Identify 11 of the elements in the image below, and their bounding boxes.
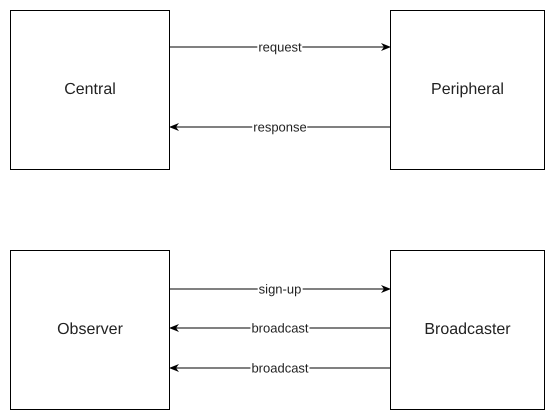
- process-box: [390, 10, 545, 170]
- node-label: Broadcaster: [424, 321, 511, 339]
- process-box: [10, 10, 170, 170]
- node-label: Peripheral: [431, 81, 504, 99]
- process-box: [390, 250, 545, 410]
- edge-label: sign-up: [258, 282, 302, 296]
- process-box: [10, 250, 170, 410]
- edge-label: broadcast: [250, 320, 310, 336]
- node-label: Observer: [57, 321, 123, 339]
- node-label: Central: [64, 81, 116, 99]
- edge-label: broadcast: [250, 360, 310, 376]
